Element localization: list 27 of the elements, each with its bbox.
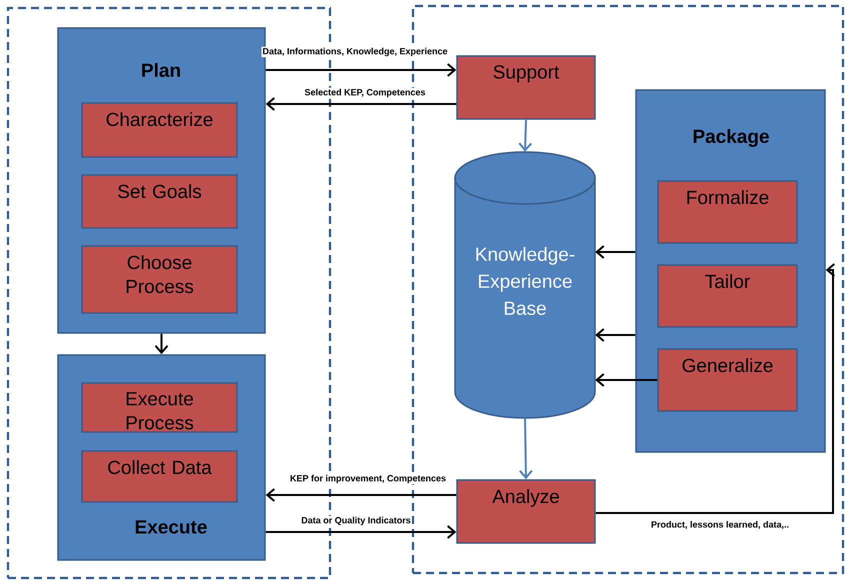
arrow bbox=[266, 63, 456, 77]
process-box: Tailor bbox=[657, 264, 798, 328]
edge-label: Product, lessons learned, data,.. bbox=[650, 520, 790, 530]
arrow bbox=[595, 245, 636, 259]
edge-label: KEP for improvement, Competences bbox=[289, 474, 448, 484]
edge-label: Data or Quality Indicators bbox=[300, 516, 412, 526]
process-box: Choose Process bbox=[81, 245, 238, 314]
process-box: Support bbox=[456, 55, 596, 120]
arrow bbox=[266, 97, 456, 111]
arrow bbox=[266, 488, 456, 502]
arrow bbox=[519, 418, 533, 480]
process-box: Formalize bbox=[657, 180, 798, 244]
arrow bbox=[518, 120, 532, 152]
process-box: Analyze bbox=[456, 479, 596, 544]
arrow bbox=[595, 328, 636, 342]
arrow bbox=[595, 373, 658, 387]
process-box: Characterize bbox=[81, 102, 238, 158]
edge-label: Selected KEP, Competences bbox=[304, 88, 426, 98]
arrow bbox=[596, 263, 835, 514]
process-box: Execute Process bbox=[81, 382, 238, 433]
database-cylinder: Knowledge-Experience Base bbox=[454, 151, 596, 419]
arrow bbox=[154, 334, 168, 354]
process-box: Collect Data bbox=[81, 450, 238, 503]
arrow bbox=[266, 525, 456, 539]
process-box: Generalize bbox=[657, 348, 798, 412]
edge-label: Data, Informations, Knowledge, Experience bbox=[261, 46, 449, 58]
process-box: Set Goals bbox=[81, 174, 238, 229]
